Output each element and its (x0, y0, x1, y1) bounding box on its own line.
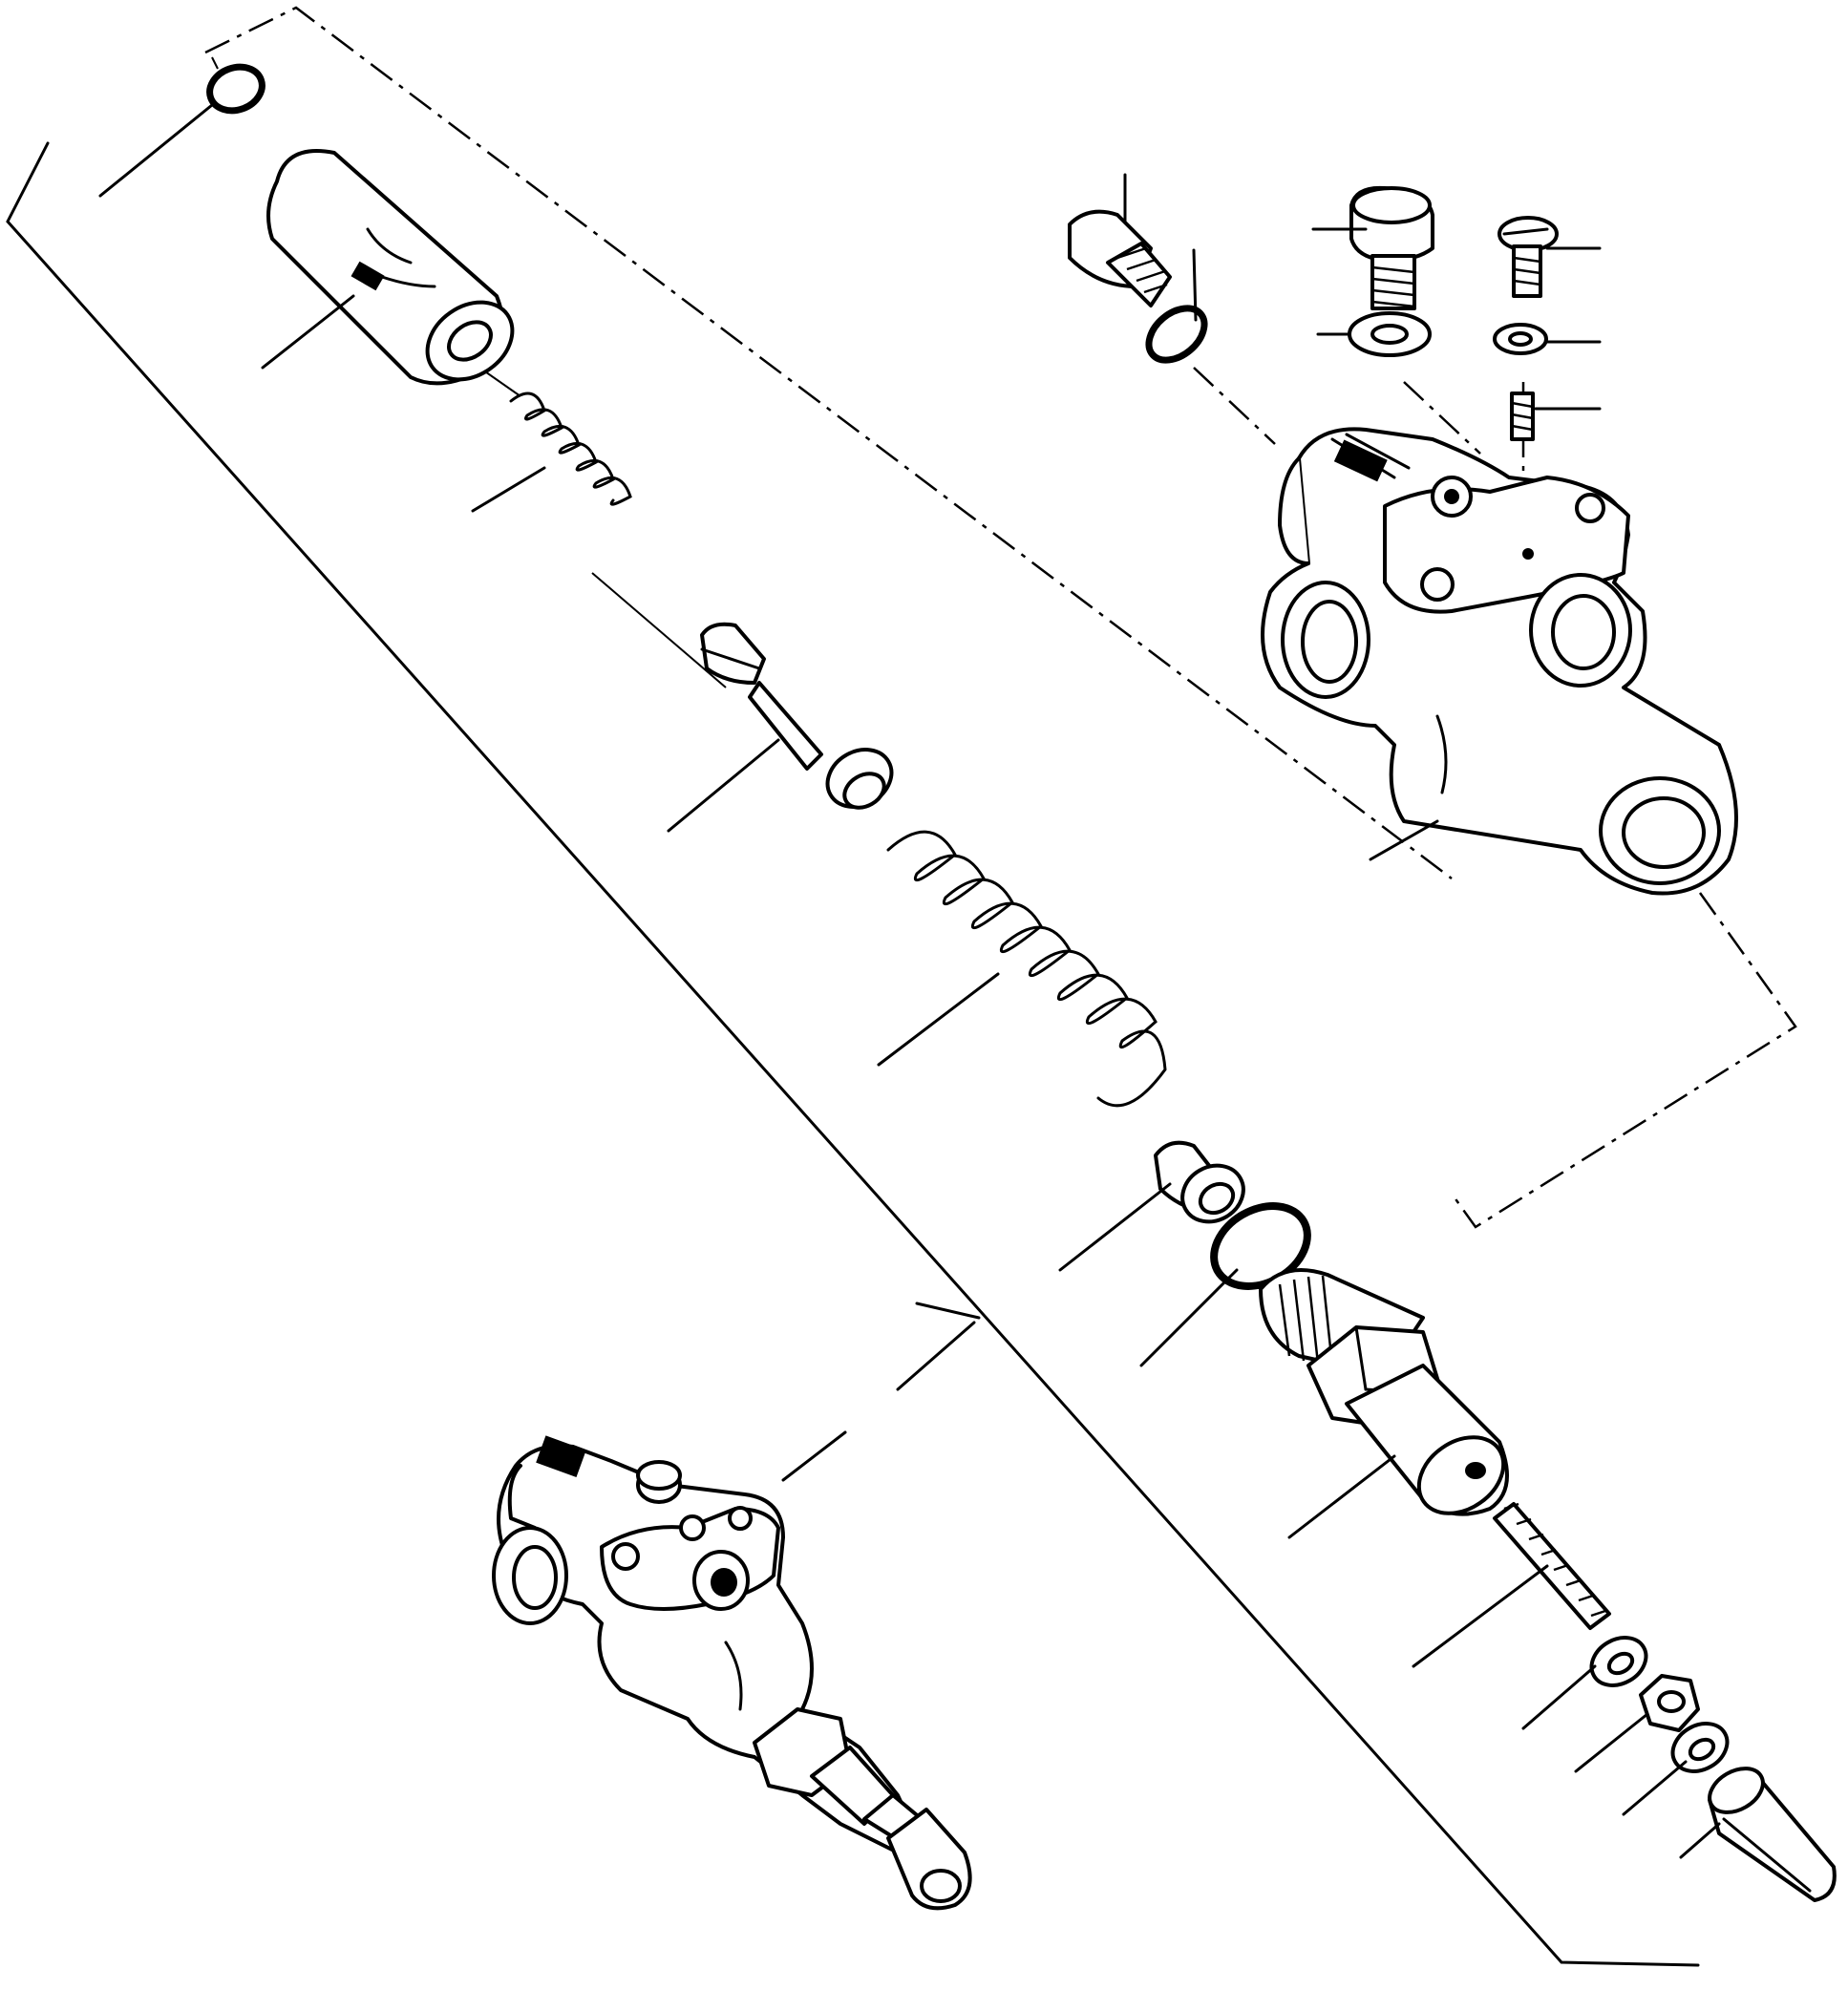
poppet (700, 622, 894, 810)
assembly-bracket (6, 141, 1700, 1967)
retaining-ring (206, 56, 266, 115)
valve-body (1261, 427, 1738, 896)
valve-assembly (492, 1435, 972, 1911)
leader-lines (98, 103, 1721, 1859)
washer-2 (1670, 1722, 1730, 1773)
washer (1589, 1636, 1648, 1687)
screw-washer (1493, 323, 1548, 355)
adjuster-body (1259, 1268, 1509, 1516)
jam-nut (1639, 1674, 1700, 1732)
centerline-main (204, 6, 1453, 879)
cap (266, 149, 515, 386)
orifice-plug (1510, 392, 1535, 441)
plug (1068, 209, 1172, 307)
seat (1154, 1140, 1245, 1224)
hex-plug (1349, 185, 1434, 310)
sealing-washer (1348, 311, 1432, 357)
acorn-cap (1708, 1767, 1837, 1902)
large-spring (886, 830, 1167, 1108)
slotted-screw (1498, 216, 1559, 298)
adjusting-screw (1493, 1502, 1611, 1630)
centerline-parts (472, 362, 727, 688)
plug-o-ring (1145, 305, 1208, 364)
small-spring (509, 392, 632, 506)
